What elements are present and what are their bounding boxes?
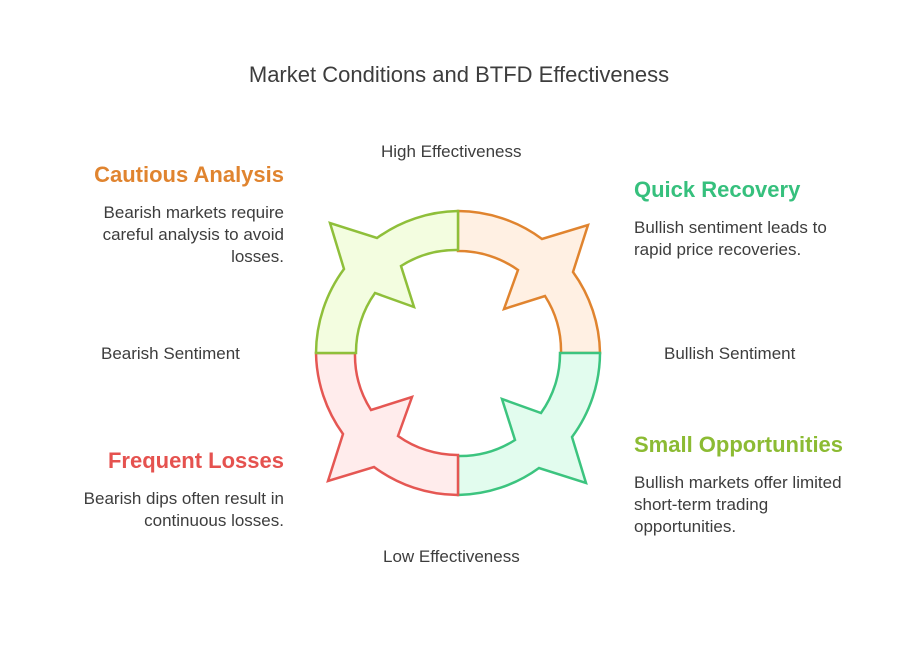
quadrant-body: Bearish markets require careful analysis…: [102, 203, 284, 266]
axis-label-high: High Effectiveness: [381, 142, 522, 161]
axis-label-bearish: Bearish Sentiment: [101, 344, 240, 363]
cycle-arrow-lime: [314, 209, 460, 355]
quadrant-small-opportunities: Small Opportunities Bullish markets offe…: [634, 432, 894, 538]
quadrant-quick-recovery: Quick Recovery Bullish sentiment leads t…: [634, 177, 874, 261]
quadrant-body: Bearish dips often result in continuous …: [83, 489, 284, 530]
cycle-arrow-red: [314, 351, 460, 497]
quadrant-heading: Cautious Analysis: [94, 162, 284, 187]
quadrant-body: Bullish markets offer limited short-term…: [634, 473, 842, 536]
quadrant-heading: Small Opportunities: [634, 432, 844, 457]
diagram-title: Market Conditions and BTFD Effectiveness: [248, 62, 670, 87]
quadrant-heading: Frequent Losses: [107, 448, 284, 473]
cycle-arrow-green: [456, 351, 602, 497]
quadrant-heading: Quick Recovery: [634, 177, 801, 202]
quadrant-frequent-losses: Frequent Losses Bearish dips often resul…: [24, 448, 284, 532]
quadrant-body: Bullish sentiment leads to rapid price r…: [634, 218, 827, 259]
axis-label-bullish: Bullish Sentiment: [664, 344, 796, 363]
cycle-arrow-orange: [456, 209, 602, 355]
quadrant-cautious-analysis: Cautious Analysis Bearish markets requir…: [24, 162, 284, 268]
axis-label-low: Low Effectiveness: [383, 547, 520, 566]
